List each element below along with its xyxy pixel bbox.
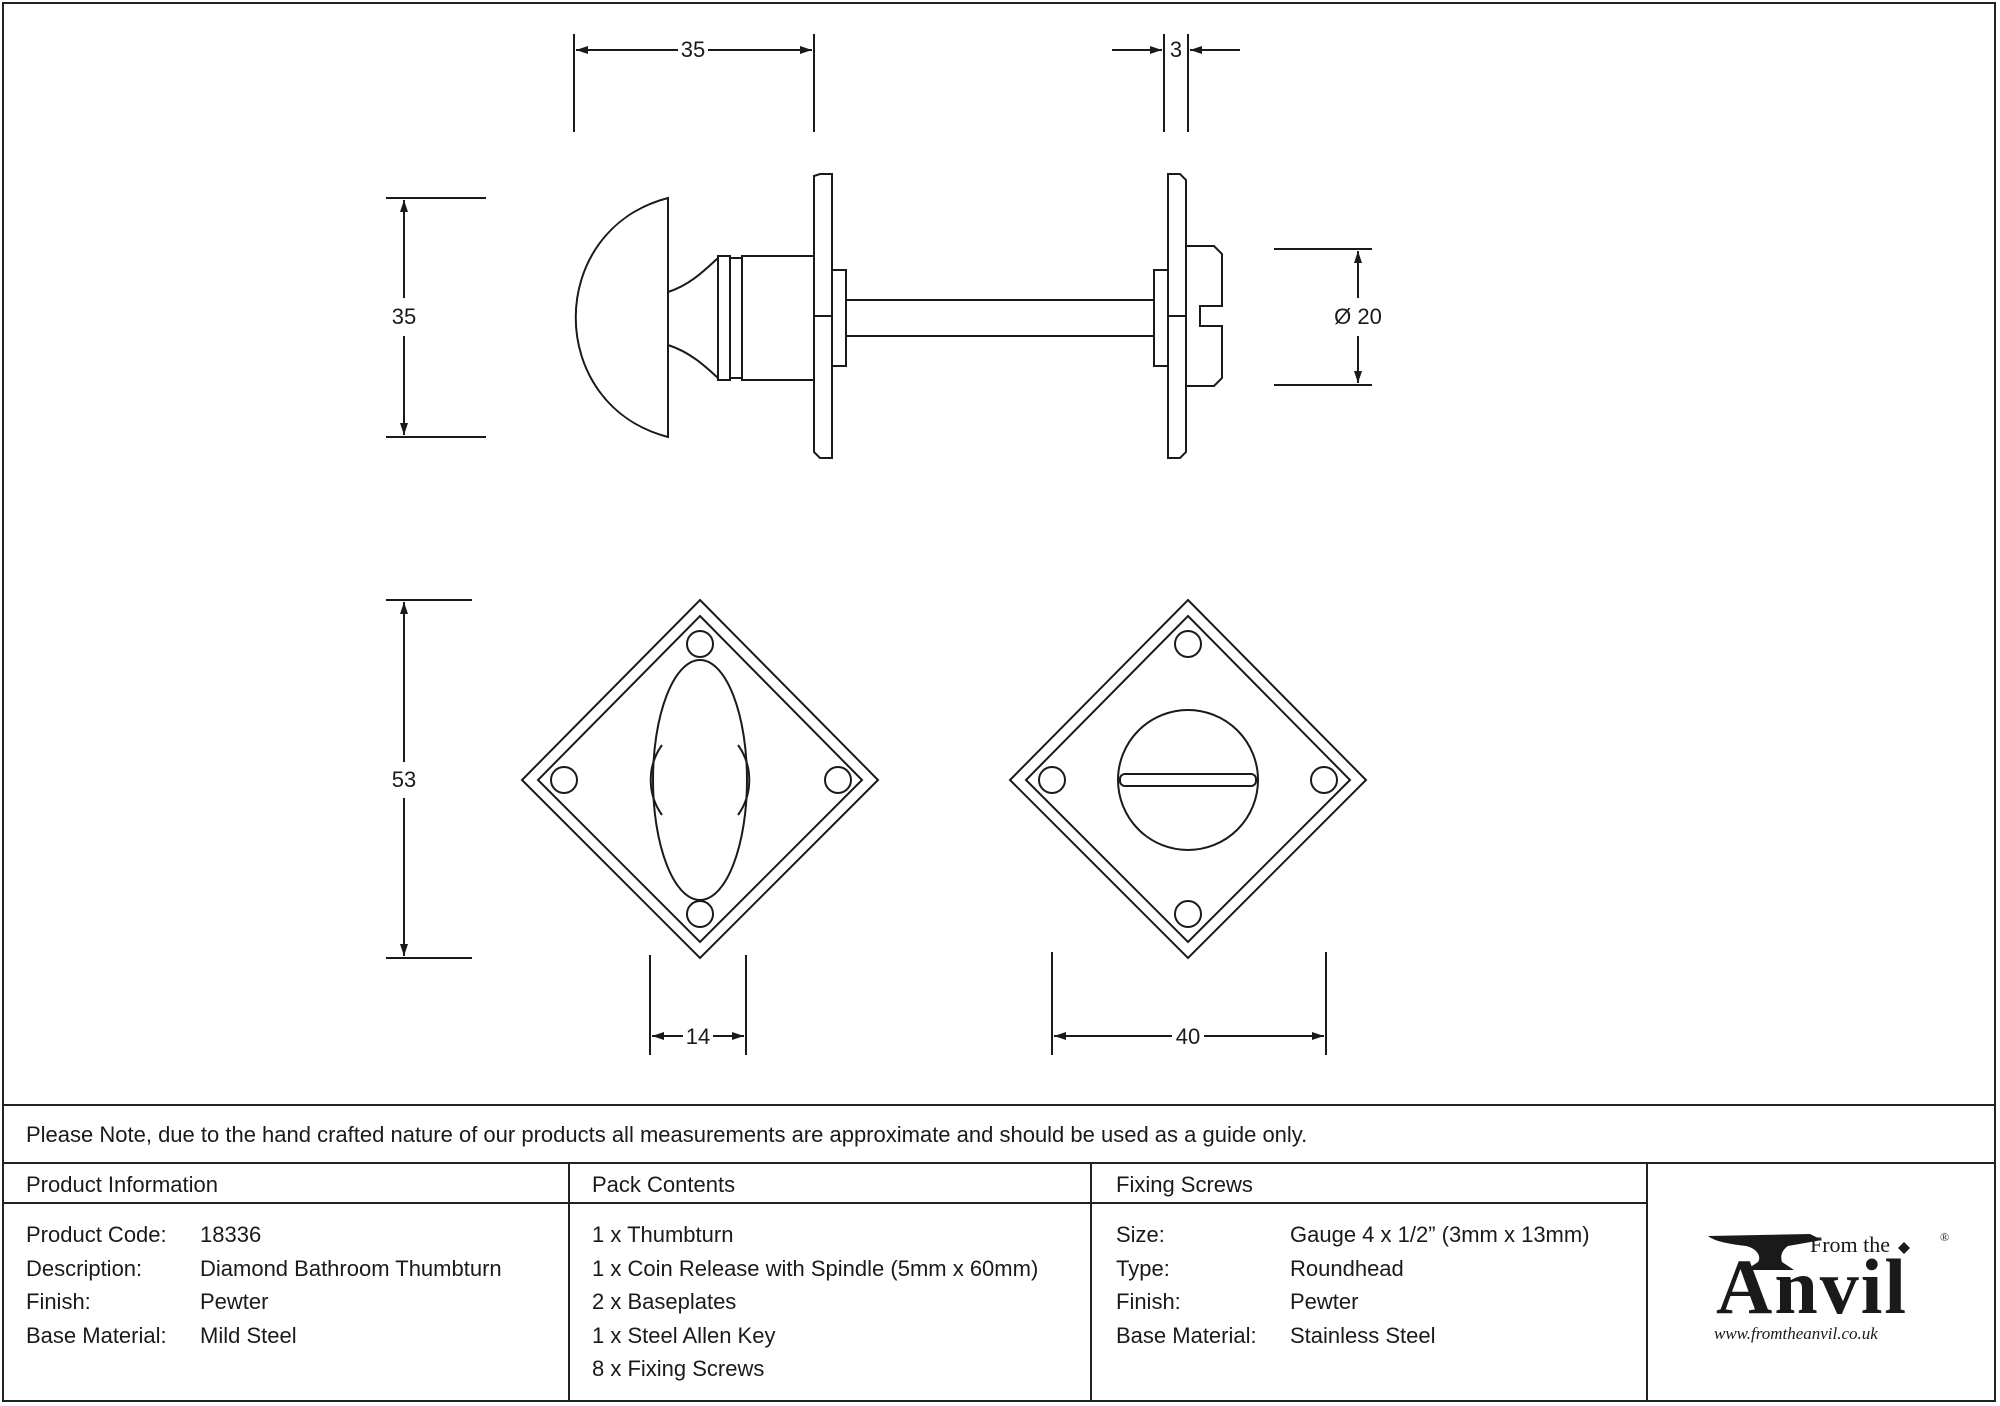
release-rose-inner bbox=[1024, 614, 1352, 944]
product-code-row: Product Code:18336 bbox=[26, 1222, 262, 1247]
dim-plate-width: 40 bbox=[1176, 1024, 1200, 1049]
dim-plate-thickness: 3 bbox=[1170, 37, 1182, 62]
dim-knob-height: 35 bbox=[392, 304, 416, 329]
turn-paddle bbox=[652, 659, 748, 901]
pack-item: 2 x Baseplates bbox=[592, 1289, 737, 1314]
turn-collar bbox=[649, 744, 751, 816]
screw-type-row: Type:Roundhead bbox=[1116, 1255, 1404, 1281]
knob-shank bbox=[741, 255, 815, 381]
pack-item: 1 x Steel Allen Key bbox=[592, 1322, 776, 1348]
base-material-row: Base Material:Mild Steel bbox=[26, 1322, 297, 1348]
screw-material-row: Base Material:Stainless Steel bbox=[1116, 1322, 1436, 1348]
logo-registered: ® bbox=[1940, 1230, 1950, 1244]
dim-plate-height: 53 bbox=[392, 767, 416, 792]
knob-collar bbox=[717, 255, 731, 381]
thumbturn-boss bbox=[831, 269, 847, 367]
thumbturn-baseplate bbox=[813, 173, 833, 459]
knob-neck bbox=[667, 255, 719, 381]
disclaimer-row: Please Note, due to the hand crafted nat… bbox=[2, 1104, 1996, 1164]
thumbturn-rose-inner bbox=[536, 614, 864, 944]
release-screw-head bbox=[1186, 245, 1223, 387]
screw-finish-row: Finish:Pewter bbox=[1116, 1289, 1359, 1314]
description-row: Description:Diamond Bathroom Thumbturn bbox=[26, 1255, 502, 1281]
brand-logo: From the ® Anvil www.fromtheanvil.co.uk bbox=[1648, 1164, 1996, 1402]
diamond-icon bbox=[1898, 1242, 1910, 1254]
finish-row: Finish:Pewter bbox=[26, 1289, 269, 1314]
release-boss bbox=[1153, 269, 1169, 367]
knob-dome bbox=[574, 196, 669, 439]
coin-slot bbox=[1119, 773, 1257, 787]
release-rose-outer bbox=[1008, 598, 1368, 960]
pack-contents-panel: Pack Contents 1 x Thumbturn 1 x Coin Rel… bbox=[570, 1164, 1092, 1402]
pack-contents-heading: Pack Contents bbox=[570, 1164, 1090, 1204]
logo-anvil: Anvil bbox=[1716, 1243, 1909, 1330]
fixing-screws-heading: Fixing Screws bbox=[1092, 1164, 1646, 1204]
dim-knob-width: 35 bbox=[681, 37, 705, 62]
screw-hole bbox=[1174, 630, 1202, 658]
thumbturn-rose-outer bbox=[520, 598, 880, 960]
pack-item: 1 x Thumbturn bbox=[592, 1222, 734, 1247]
product-information-heading: Product Information bbox=[2, 1164, 568, 1204]
logo-from-the: From the bbox=[1810, 1232, 1891, 1257]
technical-drawing: 35 3 35 Ø 20 53 14 40 bbox=[386, 34, 1382, 1055]
fixing-screws-panel: Fixing Screws Size:Gauge 4 x 1/2” (3mm x… bbox=[1092, 1164, 1648, 1402]
screw-hole bbox=[686, 900, 714, 928]
product-information-panel: Product Information Product Code:18336 D… bbox=[2, 1164, 570, 1402]
release-disc bbox=[1117, 709, 1259, 851]
logo-url: www.fromtheanvil.co.uk bbox=[1714, 1324, 1878, 1343]
screw-hole bbox=[1038, 766, 1066, 794]
screw-size-row: Size:Gauge 4 x 1/2” (3mm x 13mm) bbox=[1116, 1222, 1590, 1247]
screw-hole bbox=[824, 766, 852, 794]
knob-collar-ring bbox=[729, 257, 743, 379]
screw-hole bbox=[1310, 766, 1338, 794]
release-baseplate bbox=[1167, 173, 1187, 459]
screw-hole bbox=[1174, 900, 1202, 928]
anvil-icon bbox=[1708, 1234, 1822, 1270]
screw-hole bbox=[686, 630, 714, 658]
dim-turn-width: 14 bbox=[686, 1024, 710, 1049]
pack-item: 8 x Fixing Screws bbox=[592, 1356, 765, 1381]
dim-release-diameter: Ø 20 bbox=[1334, 304, 1382, 329]
pack-item: 1 x Coin Release with Spindle (5mm x 60m… bbox=[592, 1255, 1039, 1281]
screw-hole bbox=[550, 766, 578, 794]
disclaimer-text: Please Note, due to the hand crafted nat… bbox=[26, 1122, 1308, 1147]
